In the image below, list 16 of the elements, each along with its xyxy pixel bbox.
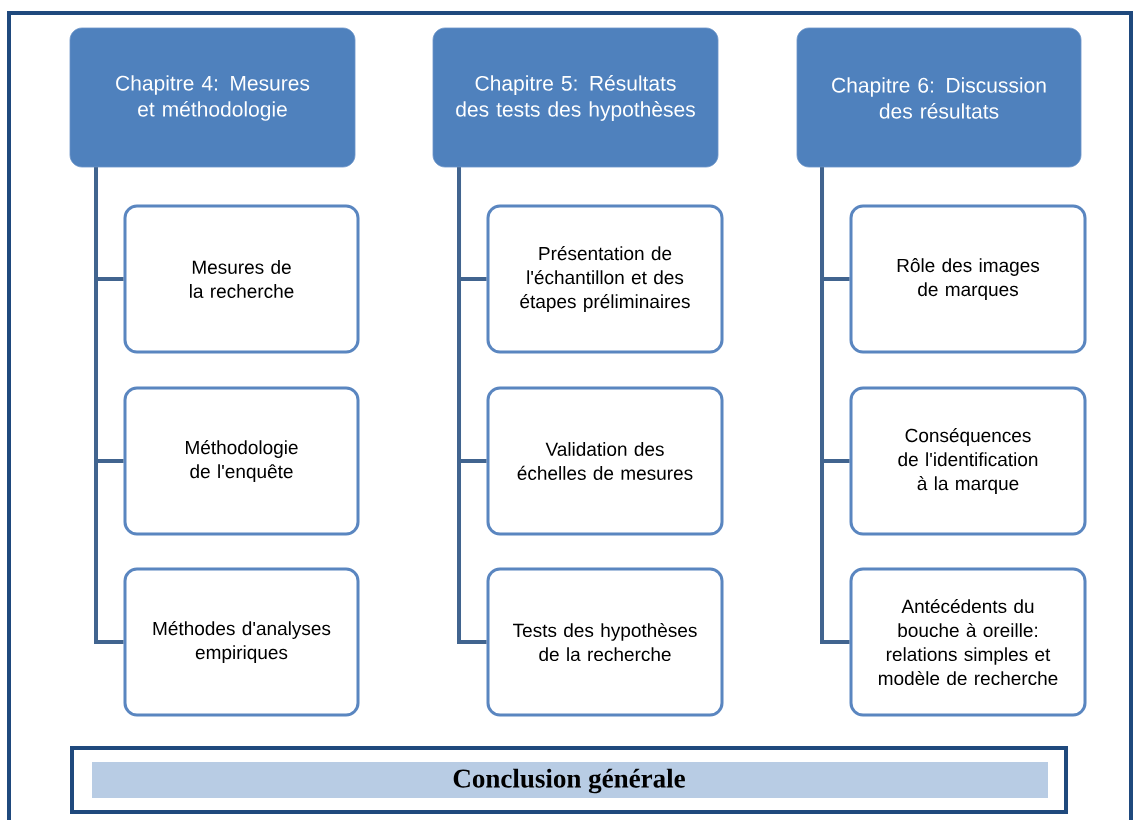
chapter-box: Chapitre 5: Résultats des tests des hypothèses bbox=[432, 27, 719, 168]
section-box: Rôle des images de marques bbox=[849, 204, 1087, 354]
connector-line bbox=[457, 167, 487, 644]
chapter-box: Chapitre 6: Discussion des résultats bbox=[796, 27, 1082, 168]
section-box: Méthodes d'analyses empiriques bbox=[123, 567, 360, 717]
chapter-box: Chapitre 4: Mesures et méthodologie bbox=[69, 27, 356, 168]
section-box: Mesures de la recherche bbox=[123, 204, 360, 354]
section-box: Tests des hypothèses de la recherche bbox=[486, 567, 724, 717]
section-box: Conséquences de l'identification à la marque bbox=[849, 386, 1087, 536]
section-box: Antécédents du bouche à oreille: relations simples et modèle de recherche bbox=[849, 567, 1087, 717]
section-box: Présentation de l'échantillon et des étapes préliminaires bbox=[486, 204, 724, 354]
section-box: Validation des échelles de mesures bbox=[486, 386, 724, 536]
connector-line bbox=[94, 167, 124, 644]
conclusion-banner: Conclusion générale bbox=[70, 746, 1068, 814]
section-box: Méthodologie de l'enquête bbox=[123, 386, 360, 536]
connector-line bbox=[820, 167, 850, 644]
